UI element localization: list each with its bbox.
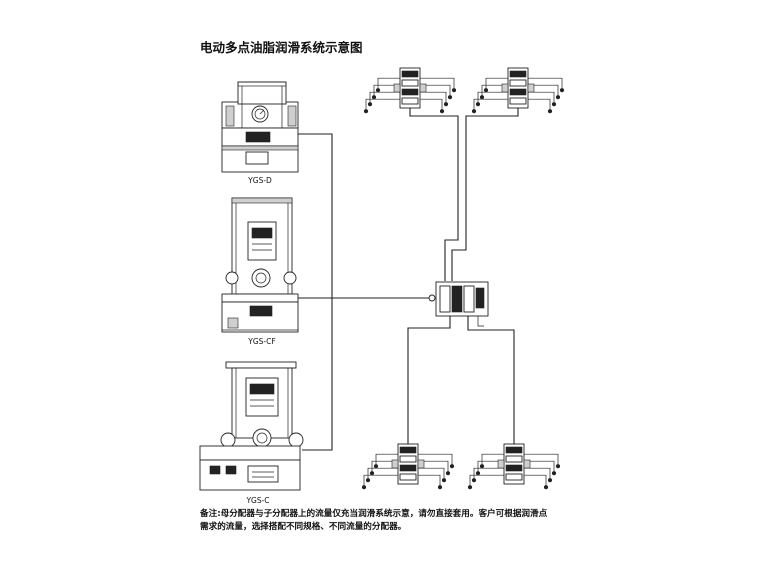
sub-distributor-top-right: [471, 67, 565, 114]
main-pipe-lines: [296, 108, 519, 451]
pump-label-ygs-c: YGS-C: [245, 496, 269, 505]
sub-distributor-top-left: [363, 67, 457, 114]
note-line: 备注:母分配器与子分配器上的流量仅充当润滑系统示意，请勿直接套用。客户可根据润滑…: [200, 509, 548, 519]
sub-distributors: [361, 67, 565, 490]
pump-ygs-cf: [221, 197, 299, 333]
pump-ygs-d: [221, 81, 299, 173]
note-text: 备注:母分配器与子分配器上的流量仅充当润滑系统示意，请勿直接套用。客户可根据润滑…: [200, 508, 630, 534]
pump-label-ygs-d: YGS-D: [247, 176, 272, 185]
pump-ygs-c: [199, 361, 304, 491]
pump-label-ygs-cf: YGS-CF: [247, 337, 275, 346]
sub-distributor-bottom-right: [467, 443, 561, 490]
note-line: 需求的流量，选择搭配不同规格、不同流量的分配器。: [200, 522, 407, 532]
master-distributor: [428, 281, 489, 327]
page-title: 电动多点油脂润滑系统示意图: [200, 40, 363, 55]
sub-distributor-bottom-left: [361, 443, 455, 490]
